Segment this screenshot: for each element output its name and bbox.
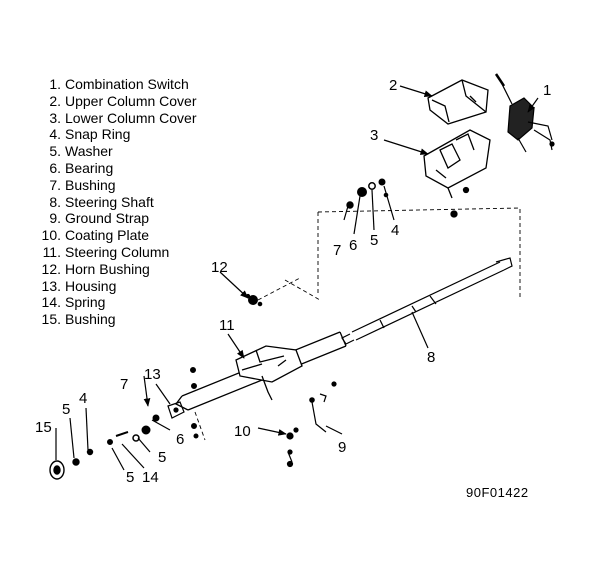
callout-3: 3	[370, 127, 378, 144]
callout-15: 15	[35, 419, 52, 436]
callout-5-top: 5	[370, 232, 378, 249]
legend-number: 3.	[49, 109, 61, 126]
legend-item: 4.Snap Ring	[33, 126, 197, 143]
callout-13: 13	[144, 366, 161, 383]
steering-column-part	[175, 331, 347, 411]
legend-item: 15.Bushing	[33, 311, 197, 328]
legend-label: Bushing	[65, 311, 116, 328]
upper-column-cover-part	[427, 79, 489, 125]
callout-labels: 1 2 3 7 6 5 4 12 11 8 7 13 5 4 15 6 5 14…	[35, 77, 551, 486]
leader-lines	[55, 85, 539, 471]
legend-number: 15.	[41, 311, 61, 328]
legend-item: 14.Spring	[33, 294, 197, 311]
callout-1: 1	[543, 82, 551, 99]
legend-label: Washer	[65, 143, 113, 160]
legend-item: 8.Steering Shaft	[33, 194, 197, 211]
legend-item: 10.Coating Plate	[33, 227, 197, 244]
bushing-15-part	[49, 448, 94, 480]
legend-label: Housing	[65, 277, 117, 294]
callout-6-low: 6	[176, 431, 184, 448]
legend-number: 8.	[49, 193, 61, 210]
alignment-dashed-lines	[194, 207, 521, 441]
legend-item: 7.Bushing	[33, 177, 197, 194]
figure-code: 90F01422	[466, 485, 529, 500]
legend-number: 10.	[41, 227, 61, 244]
callout-12: 12	[211, 259, 228, 276]
ground-strap-part	[286, 381, 337, 468]
legend-item: 13.Housing	[33, 278, 197, 295]
legend-number: 11.	[42, 243, 61, 260]
legend-item: 6.Bearing	[33, 160, 197, 177]
legend-label: Combination Switch	[65, 76, 189, 92]
legend-label: Lower Column Cover	[65, 109, 197, 126]
callout-5-mid: 5	[158, 449, 166, 466]
column-bolts	[190, 367, 199, 439]
legend-item: 1.Combination Switch	[33, 76, 197, 93]
callout-7-low: 7	[120, 376, 128, 393]
parts-legend: 1.Combination Switch 2.Upper Column Cove…	[33, 76, 197, 328]
legend-label: Steering Column	[65, 243, 170, 260]
legend-label: Horn Bushing	[65, 260, 150, 277]
legend-item: 9.Ground Strap	[33, 210, 197, 227]
top-small-parts	[346, 178, 389, 209]
legend-number: 12.	[41, 260, 61, 277]
lower-small-parts	[107, 414, 160, 445]
legend-item: 12.Horn Bushing	[33, 261, 197, 278]
legend-label: Snap Ring	[65, 126, 131, 143]
legend-label: Bushing	[65, 176, 116, 193]
callout-5-left: 5	[62, 401, 70, 418]
legend-number: 2.	[49, 92, 61, 109]
legend-number: 14.	[41, 294, 61, 311]
callout-14: 14	[142, 469, 159, 486]
legend-number: 1.	[49, 76, 61, 92]
callout-5-low: 5	[126, 469, 134, 486]
legend-number: 4.	[49, 126, 61, 143]
legend-label: Bearing	[65, 159, 114, 176]
legend-number: 6.	[49, 159, 61, 176]
legend-number: 7.	[49, 176, 61, 193]
callout-8: 8	[427, 349, 435, 366]
lower-column-cover-part	[423, 129, 491, 218]
legend-label: Ground Strap	[65, 210, 150, 227]
combination-switch-part	[494, 73, 555, 153]
legend-item: 5.Washer	[33, 143, 197, 160]
legend-item: 11.Steering Column	[33, 244, 197, 261]
legend-number: 9.	[49, 210, 61, 227]
callout-4-left: 4	[79, 390, 87, 407]
callout-7-top: 7	[333, 242, 341, 259]
callout-2: 2	[389, 77, 397, 94]
legend-number: 13.	[41, 277, 61, 294]
legend-label: Coating Plate	[65, 227, 150, 244]
callout-9: 9	[338, 439, 346, 456]
legend-item: 2.Upper Column Cover	[33, 92, 197, 110]
legend-item: 3.Lower Column Cover	[33, 109, 197, 127]
legend-label: Upper Column Cover	[65, 92, 197, 109]
callout-10: 10	[234, 423, 251, 440]
callout-11: 11	[219, 317, 235, 334]
legend-label: Steering Shaft	[65, 193, 154, 210]
callout-6-top: 6	[349, 237, 357, 254]
horn-bushing-part	[245, 293, 263, 307]
housing-part	[167, 401, 185, 419]
legend-label: Spring	[65, 294, 106, 311]
legend-number: 5.	[49, 143, 61, 160]
steering-shaft-part	[341, 257, 513, 345]
callout-4-top: 4	[391, 222, 399, 239]
